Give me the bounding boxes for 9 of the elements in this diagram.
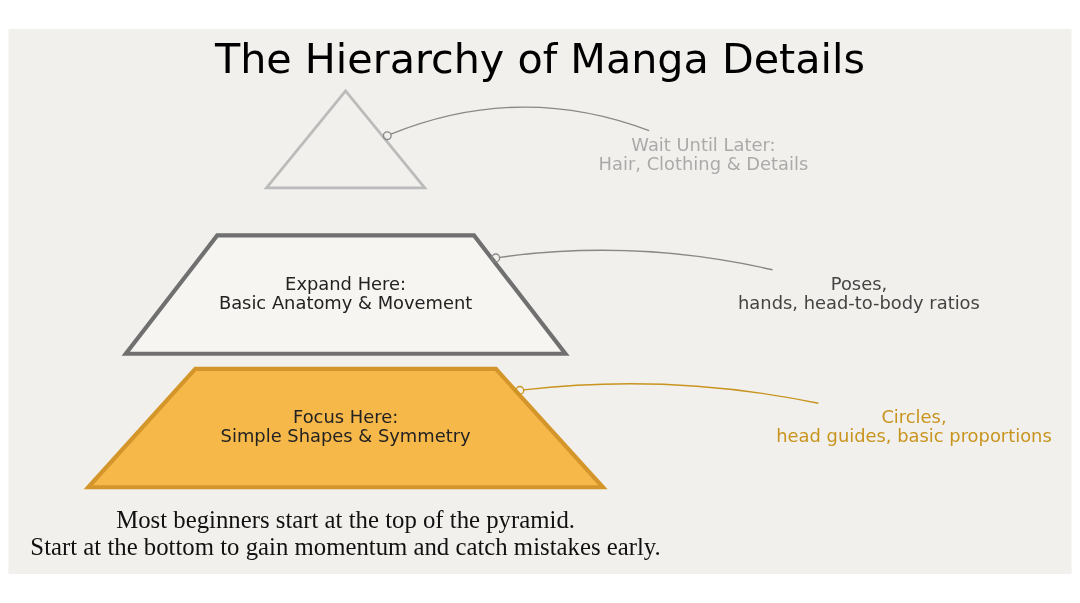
node-text: Circles, head guides, basic proportions: [776, 406, 1052, 447]
diagram-title: The Hierarchy of Manga Details: [214, 35, 866, 84]
node-text: Wait Until Later: Hair, Clothing & Details: [598, 133, 809, 174]
node-text: Poses, hands, head-to-body ratios: [738, 272, 980, 313]
connector: [515, 383, 820, 404]
caption: Most beginners start at the top of the pyramid. Start at the bottom to gain momentum and catch mistakes early.: [30, 505, 661, 561]
node-triangle: [263, 88, 428, 190]
connector: [491, 249, 774, 271]
connector: [382, 106, 650, 141]
